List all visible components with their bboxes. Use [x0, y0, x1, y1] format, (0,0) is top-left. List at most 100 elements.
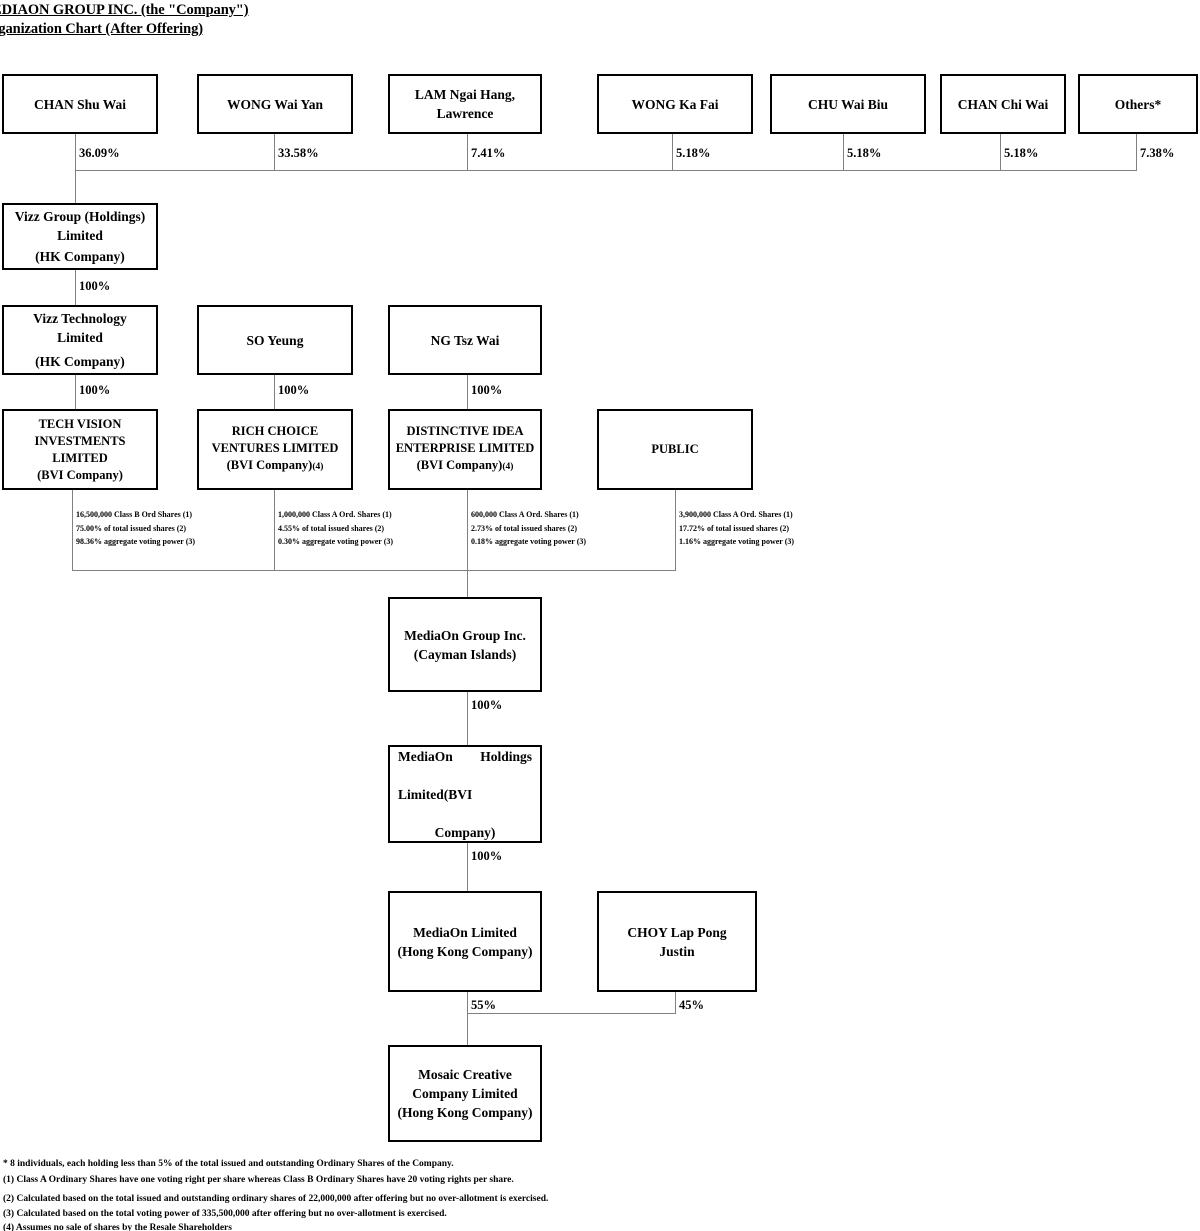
- connector-mediaon-limited-down: [467, 992, 468, 1013]
- pct-chan-chi-wai: 5.18%: [1004, 146, 1039, 160]
- box-chu-wai-biu[interactable]: CHU Wai Biu: [770, 74, 926, 134]
- holdings-detail-rich-choice: 1,000,000 Class A Ord. Shares (1) 4.55% …: [278, 508, 393, 549]
- pct-wong-wai-yan: 33.58%: [278, 146, 319, 160]
- box-label: SO Yeung: [246, 332, 304, 348]
- box-label: CHU Wai Biu: [807, 96, 889, 112]
- box-label-line2: Limited: [57, 330, 103, 345]
- box-lam-ngai-hang-lawrence[interactable]: LAM Ngai Hang, Lawrence: [388, 74, 542, 134]
- connector-chu-wai-biu: [843, 134, 844, 170]
- holdings-voting-pct: 0.30% aggregate voting power (3): [278, 537, 394, 546]
- footnote-1: (1) Class A Ordinary Shares have one vot…: [3, 1175, 514, 1185]
- box-label-line2: (Cayman Islands): [413, 646, 517, 662]
- connector-wong-wai-yan: [274, 134, 275, 170]
- box-label: WONG Ka Fai: [631, 96, 719, 112]
- box-label-line1: LAM Ngai Hang,: [414, 87, 516, 102]
- pct-vizz-group: 100%: [79, 279, 111, 293]
- box-choy-lap-pong-justin[interactable]: CHOY Lap Pong Justin: [597, 891, 757, 992]
- footnote-2: (2) Calculated based on the total issued…: [3, 1194, 549, 1204]
- connector-chan-shu-wai: [75, 134, 76, 170]
- footnote-3: (3) Calculated based on the total voting…: [3, 1209, 447, 1219]
- holdings-detail-distinctive-idea: 600,000 Class A Ord. Shares (1) 2.73% of…: [471, 508, 586, 549]
- pct-chan-shu-wai: 36.09%: [79, 146, 120, 160]
- box-label-line2b: (BVI: [443, 787, 473, 802]
- box-label: CHAN Shu Wai: [33, 96, 127, 112]
- pct-so-yeung: 100%: [278, 383, 310, 397]
- box-label-line3: Company): [434, 825, 496, 840]
- pct-mediaon-group: 100%: [471, 698, 503, 712]
- holdings-issued-pct: 2.73% of total issued shares (2): [471, 523, 578, 533]
- box-label-line3: (BVI Company): [37, 467, 123, 482]
- footnote-4: (4) Assumes no sale of shares by the Res…: [3, 1223, 232, 1231]
- box-label-line2: Company Limited: [412, 1086, 518, 1101]
- holdings-shares: 600,000 Class A Ord. Shares (1): [471, 510, 579, 519]
- box-label-line3-text: (BVI Company): [226, 458, 313, 472]
- box-label-line2: Lawrence: [436, 106, 494, 121]
- holdings-shares: 3,900,000 Class A Ord. Shares (1): [679, 510, 793, 519]
- connector-bus-to-mediaon-group: [467, 570, 468, 597]
- box-chan-chi-wai[interactable]: CHAN Chi Wai: [940, 74, 1066, 134]
- bus-holders-to-mediaon-group: [72, 570, 676, 571]
- box-so-yeung[interactable]: SO Yeung: [197, 305, 353, 375]
- box-label-line2: Limited(BVI: [398, 785, 532, 823]
- bus-shareholders: [75, 170, 1137, 171]
- holdings-voting-pct: 1.16% aggregate voting power (3): [679, 537, 795, 546]
- footnote-marker: (4): [502, 462, 514, 472]
- box-label: WONG Wai Yan: [226, 96, 324, 112]
- box-label-line1: RICH CHOICE: [231, 424, 319, 438]
- box-vizz-group-holdings[interactable]: Vizz Group (Holdings) Limited (HK Compan…: [2, 203, 158, 270]
- pct-ng-tsz-wai: 100%: [471, 383, 503, 397]
- box-label-line3: (Hong Kong Company): [397, 1105, 533, 1120]
- box-vizz-technology-limited[interactable]: Vizz Technology Limited (HK Company): [2, 305, 158, 375]
- holdings-detail-tech-vision: 16,500,000 Class B Ord Shares (1) 75.00%…: [76, 508, 195, 549]
- connector-vizz-tech-to-tech-vision: [75, 375, 76, 409]
- box-mosaic-creative-company-limited[interactable]: Mosaic Creative Company Limited (Hong Ko…: [388, 1045, 542, 1142]
- holdings-issued-pct: 17.72% of total issued shares (2): [679, 523, 790, 533]
- box-label-line2: ENTERPRISE LIMITED: [395, 441, 535, 455]
- connector-public-down: [675, 490, 676, 570]
- box-label-line1: DISTINCTIVE IDEA: [406, 424, 524, 438]
- box-label-line2: (Hong Kong Company): [397, 943, 533, 959]
- connector-rich-choice-down: [274, 490, 275, 570]
- footnote-marker: (4): [312, 462, 324, 472]
- box-wong-ka-fai[interactable]: WONG Ka Fai: [597, 74, 753, 134]
- holdings-voting-pct: 98.36% aggregate voting power (3): [76, 537, 196, 546]
- box-mediaon-holdings-limited[interactable]: MediaOn Holdings Limited(BVI Company): [388, 745, 542, 843]
- pct-lam-ngai-hang: 7.41%: [471, 146, 506, 160]
- connector-bus-to-vizz-group: [75, 170, 76, 203]
- connector-so-yeung-to-rich-choice: [274, 375, 275, 409]
- pct-vizz-tech: 100%: [79, 383, 111, 397]
- box-public[interactable]: PUBLIC: [597, 409, 753, 490]
- box-label: CHAN Chi Wai: [957, 96, 1049, 112]
- connector-bus-to-mosaic-creative: [467, 1013, 468, 1045]
- box-label-line3: (BVI Company)(4): [394, 457, 536, 476]
- holdings-issued-pct: 4.55% of total issued shares (2): [278, 523, 385, 533]
- box-label-line2a: Limited: [398, 787, 444, 802]
- connector-others: [1136, 134, 1137, 170]
- connector-holdings-to-mediaon-limited: [467, 843, 468, 896]
- holdings-shares: 16,500,000 Class B Ord Shares (1): [76, 510, 193, 519]
- footnote-asterisk: * 8 individuals, each holding less than …: [3, 1159, 454, 1169]
- holdings-shares: 1,000,000 Class A Ord. Shares (1): [278, 510, 392, 519]
- page-title-line1: EDIAON GROUP INC. (the "Company"): [0, 2, 249, 18]
- box-mediaon-limited[interactable]: MediaOn Limited (Hong Kong Company): [388, 891, 542, 992]
- box-label-line1: MediaOn Limited: [413, 924, 517, 940]
- box-mediaon-group-inc[interactable]: MediaOn Group Inc. (Cayman Islands): [388, 597, 542, 692]
- box-others[interactable]: Others*: [1078, 74, 1198, 134]
- box-chan-shu-wai[interactable]: CHAN Shu Wai: [2, 74, 158, 134]
- box-wong-wai-yan[interactable]: WONG Wai Yan: [197, 74, 353, 134]
- box-ng-tsz-wai[interactable]: NG Tsz Wai: [388, 305, 542, 375]
- box-distinctive-idea-enterprise-limited[interactable]: DISTINCTIVE IDEA ENTERPRISE LIMITED (BVI…: [388, 409, 542, 490]
- box-label-line1: CHOY Lap Pong: [627, 924, 727, 940]
- pct-wong-ka-fai: 5.18%: [676, 146, 711, 160]
- box-label-line1: MediaOn Group Inc.: [404, 627, 526, 643]
- box-label-line2: Justin: [659, 943, 695, 959]
- box-label-line1: TECH VISION: [38, 416, 122, 431]
- pct-mediaon-holdings: 100%: [471, 849, 503, 863]
- box-tech-vision-investments-limited[interactable]: TECH VISION INVESTMENTS LIMITED (BVI Com…: [2, 409, 158, 490]
- box-rich-choice-ventures-limited[interactable]: RICH CHOICE VENTURES LIMITED (BVI Compan…: [197, 409, 353, 490]
- connector-vizz-group-to-vizz-tech: [75, 270, 76, 305]
- box-label-line2: Limited: [57, 228, 103, 243]
- box-label-line3-text: (BVI Company): [416, 458, 503, 472]
- holdings-voting-pct: 0.18% aggregate voting power (3): [471, 537, 587, 546]
